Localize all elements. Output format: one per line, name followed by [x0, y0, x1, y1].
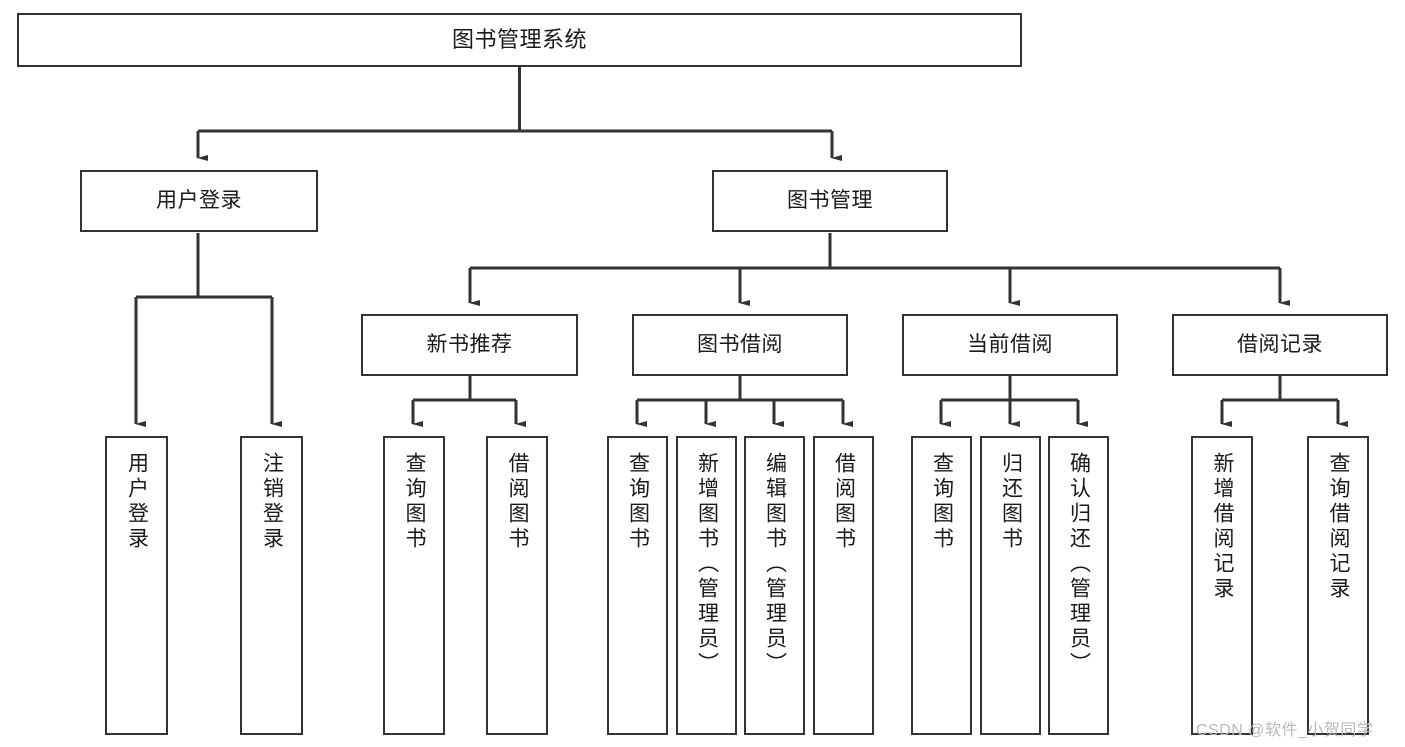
leaf-borrow-book-2-label: 借阅图书: [832, 452, 856, 552]
leaf-query-book-3[interactable]: 查询图书: [911, 436, 972, 735]
leaf-query-book-2[interactable]: 查询图书: [607, 436, 668, 735]
node-book-borrow[interactable]: 图书借阅: [632, 314, 848, 376]
leaf-logout[interactable]: 注销登录: [240, 436, 303, 735]
leaf-add-record-label: 新增借阅记录: [1211, 452, 1235, 602]
leaf-query-book-1[interactable]: 查询图书: [383, 436, 445, 735]
leaf-user-login[interactable]: 用户登录: [105, 436, 168, 735]
leaf-borrow-book-1[interactable]: 借阅图书: [486, 436, 548, 735]
node-current-borrow[interactable]: 当前借阅: [902, 314, 1118, 376]
leaf-return-book[interactable]: 归还图书: [980, 436, 1041, 735]
node-root-label: 图书管理系统: [451, 26, 587, 52]
csdn-watermark: CSDN @软件_小贺同学: [1196, 722, 1374, 739]
node-book-management[interactable]: 图书管理: [712, 170, 948, 232]
leaf-confirm-return[interactable]: 确认归还（管理员）: [1048, 436, 1109, 735]
leaf-confirm-return-label: 确认归还（管理员）: [1067, 452, 1091, 677]
node-user-login[interactable]: 用户登录: [80, 170, 318, 232]
leaf-user-login-label: 用户登录: [125, 452, 149, 552]
node-borrow-record-label: 借阅记录: [1237, 333, 1323, 357]
leaf-edit-book-label: 编辑图书（管理员）: [763, 452, 787, 677]
leaf-add-book[interactable]: 新增图书（管理员）: [676, 436, 737, 735]
node-user-login-label: 用户登录: [156, 189, 242, 213]
leaf-return-book-label: 归还图书: [999, 452, 1023, 552]
leaf-query-book-1-label: 查询图书: [403, 452, 427, 552]
leaf-query-record-label: 查询借阅记录: [1327, 452, 1351, 602]
node-book-management-label: 图书管理: [787, 189, 873, 213]
leaf-query-record[interactable]: 查询借阅记录: [1307, 436, 1369, 735]
leaf-query-book-2-label: 查询图书: [626, 452, 650, 552]
leaf-borrow-book-2[interactable]: 借阅图书: [813, 436, 874, 735]
leaf-logout-label: 注销登录: [260, 452, 284, 552]
leaf-add-record[interactable]: 新增借阅记录: [1191, 436, 1253, 735]
node-current-borrow-label: 当前借阅: [967, 333, 1053, 357]
leaf-add-book-label: 新增图书（管理员）: [695, 452, 719, 677]
node-new-book-recommend[interactable]: 新书推荐: [361, 314, 578, 376]
node-book-borrow-label: 图书借阅: [697, 333, 783, 357]
node-root-system[interactable]: 图书管理系统: [17, 13, 1022, 67]
leaf-query-book-3-label: 查询图书: [930, 452, 954, 552]
node-borrow-record[interactable]: 借阅记录: [1172, 314, 1388, 376]
leaf-borrow-book-1-label: 借阅图书: [506, 452, 530, 552]
node-new-book-recommend-label: 新书推荐: [426, 333, 513, 357]
leaf-edit-book[interactable]: 编辑图书（管理员）: [744, 436, 805, 735]
